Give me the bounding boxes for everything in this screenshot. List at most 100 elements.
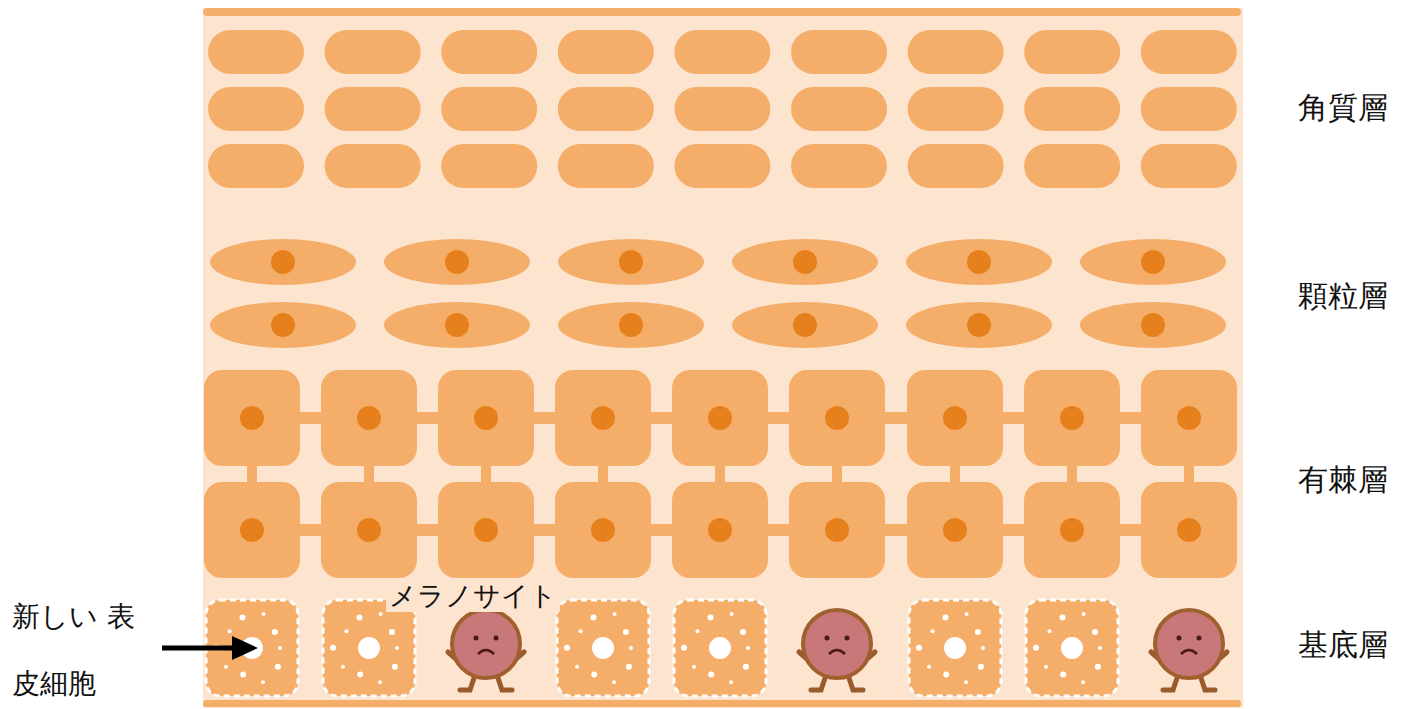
melanocyte-body: [803, 610, 871, 678]
cell-speckle: [612, 680, 616, 684]
spinous-cells: [204, 370, 1237, 578]
granular-cell: [732, 302, 878, 348]
cell-nucleus: [825, 406, 849, 430]
cell-speckle: [261, 680, 265, 684]
melanocyte-mouth: [1181, 650, 1197, 654]
spinous-cell: [204, 370, 300, 466]
cell-name: メラノサイト: [386, 580, 560, 612]
cell-nucleus: [445, 313, 469, 337]
corneum-cell: [208, 30, 304, 74]
cell-speckle: [964, 680, 968, 684]
melanocyte-leg: [811, 678, 825, 690]
cell-speckle: [696, 629, 700, 633]
cell-nucleus: [591, 406, 615, 430]
cell-speckle: [228, 629, 232, 633]
layer-name: 角質層: [1298, 90, 1388, 126]
corneum-cell: [791, 87, 887, 131]
corneum-cell: [1141, 144, 1237, 188]
cell-speckle: [927, 665, 931, 669]
cell-nucleus: [592, 637, 614, 659]
cell-nucleus: [619, 250, 643, 274]
cell-speckle: [1092, 629, 1098, 635]
corneum-cell: [558, 144, 654, 188]
layer-name: 顆粒層: [1298, 278, 1388, 314]
corneum-cell: [208, 87, 304, 131]
basal-cell: [674, 600, 766, 696]
cell-speckle: [981, 646, 985, 650]
cell-speckle: [692, 665, 696, 669]
cell-nucleus: [474, 406, 498, 430]
melanocyte-mouth: [478, 650, 494, 654]
basal-cell: [557, 600, 649, 696]
cell-speckle: [942, 614, 948, 620]
layer-name: 基底層: [1298, 627, 1388, 663]
cell-speckle: [708, 672, 714, 678]
cell-speckle: [681, 645, 687, 651]
cell-speckle: [916, 645, 922, 651]
granular-cell: [384, 239, 530, 285]
basal-cell: [323, 600, 415, 696]
granular-cell: [1080, 302, 1226, 348]
cell-nucleus: [1177, 406, 1201, 430]
cell-speckle: [579, 629, 583, 633]
melanocyte-eye: [494, 636, 499, 641]
cell-speckle: [1081, 680, 1085, 684]
cell-nucleus: [445, 250, 469, 274]
melanocyte-leg: [1201, 678, 1215, 690]
corneum-cells: [208, 30, 1237, 188]
cell-speckle: [239, 614, 245, 620]
cell-speckle: [743, 664, 749, 670]
granular-cell: [906, 239, 1052, 285]
cell-speckle: [575, 665, 579, 669]
melanocyte-leg: [460, 678, 474, 690]
melanocyte-eye: [1197, 636, 1202, 641]
cell-speckle: [379, 612, 383, 616]
cell-speckle: [1048, 629, 1052, 633]
corneum-cell: [1141, 30, 1237, 74]
spinous-cell: [672, 482, 768, 578]
cell-speckle: [707, 614, 713, 620]
cell-nucleus: [1141, 250, 1165, 274]
cell-speckle: [272, 629, 278, 635]
cell-nucleus: [793, 313, 817, 337]
spinous-cell: [204, 482, 300, 578]
cell-nucleus: [944, 637, 966, 659]
corneum-cell: [208, 144, 304, 188]
corneum-cell: [1024, 144, 1120, 188]
cell-speckle: [729, 680, 733, 684]
spinous-cell: [321, 482, 417, 578]
cell-speckle: [730, 612, 734, 616]
spinous-cell: [789, 482, 885, 578]
cell-speckle: [262, 612, 266, 616]
spinous-cell: [438, 482, 534, 578]
granular-cells: [210, 239, 1226, 348]
cell-speckle: [341, 665, 345, 669]
cell-speckle: [613, 612, 617, 616]
layer-name: 有棘層: [1298, 462, 1388, 498]
basal-cells: [206, 600, 1118, 696]
basal-cell: [1026, 600, 1118, 696]
melanocyte-leg: [849, 678, 863, 690]
cell-nucleus: [271, 313, 295, 337]
cell-nucleus: [1177, 518, 1201, 542]
cell-speckle: [1082, 612, 1086, 616]
cell-nucleus: [358, 637, 380, 659]
basement-line: [203, 700, 1241, 707]
granular-cell: [732, 239, 878, 285]
cell-speckle: [356, 614, 362, 620]
cell-nucleus: [271, 250, 295, 274]
corneum-cell: [441, 30, 537, 74]
granular-cell: [558, 239, 704, 285]
melanocyte-eye: [845, 636, 850, 641]
cell-nucleus: [708, 518, 732, 542]
melanocyte-leg: [498, 678, 512, 690]
cell-nucleus: [967, 313, 991, 337]
cell-speckle: [965, 612, 969, 616]
spinous-cell: [789, 370, 885, 466]
cell-speckle: [978, 664, 984, 670]
melanocyte-mouth: [829, 650, 845, 654]
corneum-cell: [674, 30, 770, 74]
granular-cell: [384, 302, 530, 348]
cell-nucleus: [1141, 313, 1165, 337]
cell-speckle: [943, 672, 949, 678]
